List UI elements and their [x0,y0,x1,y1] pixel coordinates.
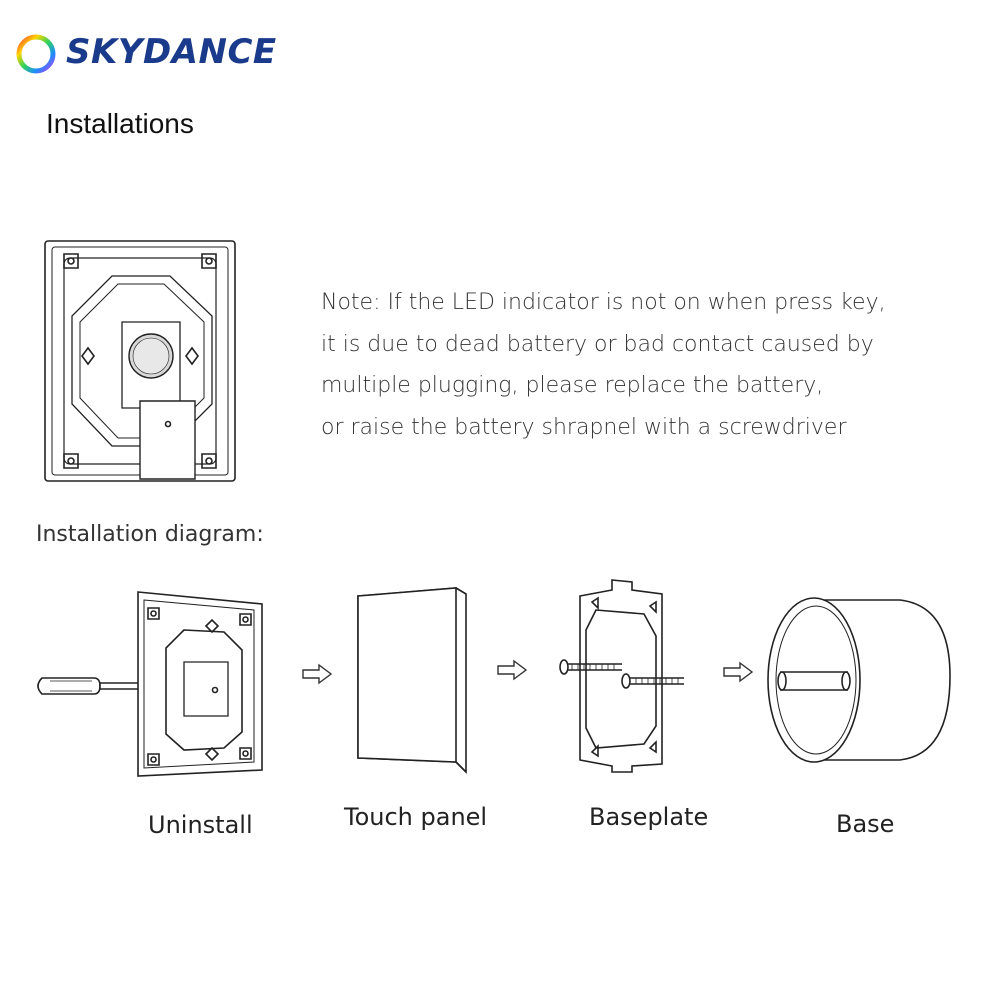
uninstall-illustration [34,586,268,782]
step-label-uninstall: Uninstall [148,811,253,839]
step-label-base: Base [836,810,895,838]
page-title: Installations [46,108,194,139]
note-line: it is due to dead battery or bad contact… [321,331,874,357]
screw-icon [240,748,251,759]
screw-icon [202,254,216,268]
note-line: multiple plugging, please replace the ba… [321,373,824,398]
screw-icon [202,454,216,468]
screw-icon [240,614,251,625]
screw-icon [560,660,622,674]
step-label-touch-panel: Touch panel [344,803,488,831]
battery-panel-illustration [40,236,240,488]
rainbow-ring-icon [16,34,56,74]
baseplate-illustration [552,576,692,774]
battery-note: Note: If the LED indicator is not on whe… [321,282,961,448]
right-arrow-icon [722,662,754,682]
step-label-baseplate: Baseplate [589,803,709,831]
screw-icon [64,254,78,268]
right-arrow-icon [301,664,333,684]
note-line: or raise the battery shrapnel with a scr… [321,414,847,440]
screwdriver-icon [38,678,144,694]
screw-icon [148,608,159,619]
brand-name: SKYDANCE [66,32,277,72]
touch-panel-illustration [352,586,472,776]
right-arrow-icon [496,660,528,680]
installation-diagram-title: Installation diagram: [36,522,264,547]
note-line: Note: If the LED indicator is not on whe… [321,290,886,315]
skydance-logo [16,34,56,74]
screw-icon [622,674,684,688]
screw-icon [148,754,159,765]
screw-icon [64,454,78,468]
base-illustration [764,594,952,770]
